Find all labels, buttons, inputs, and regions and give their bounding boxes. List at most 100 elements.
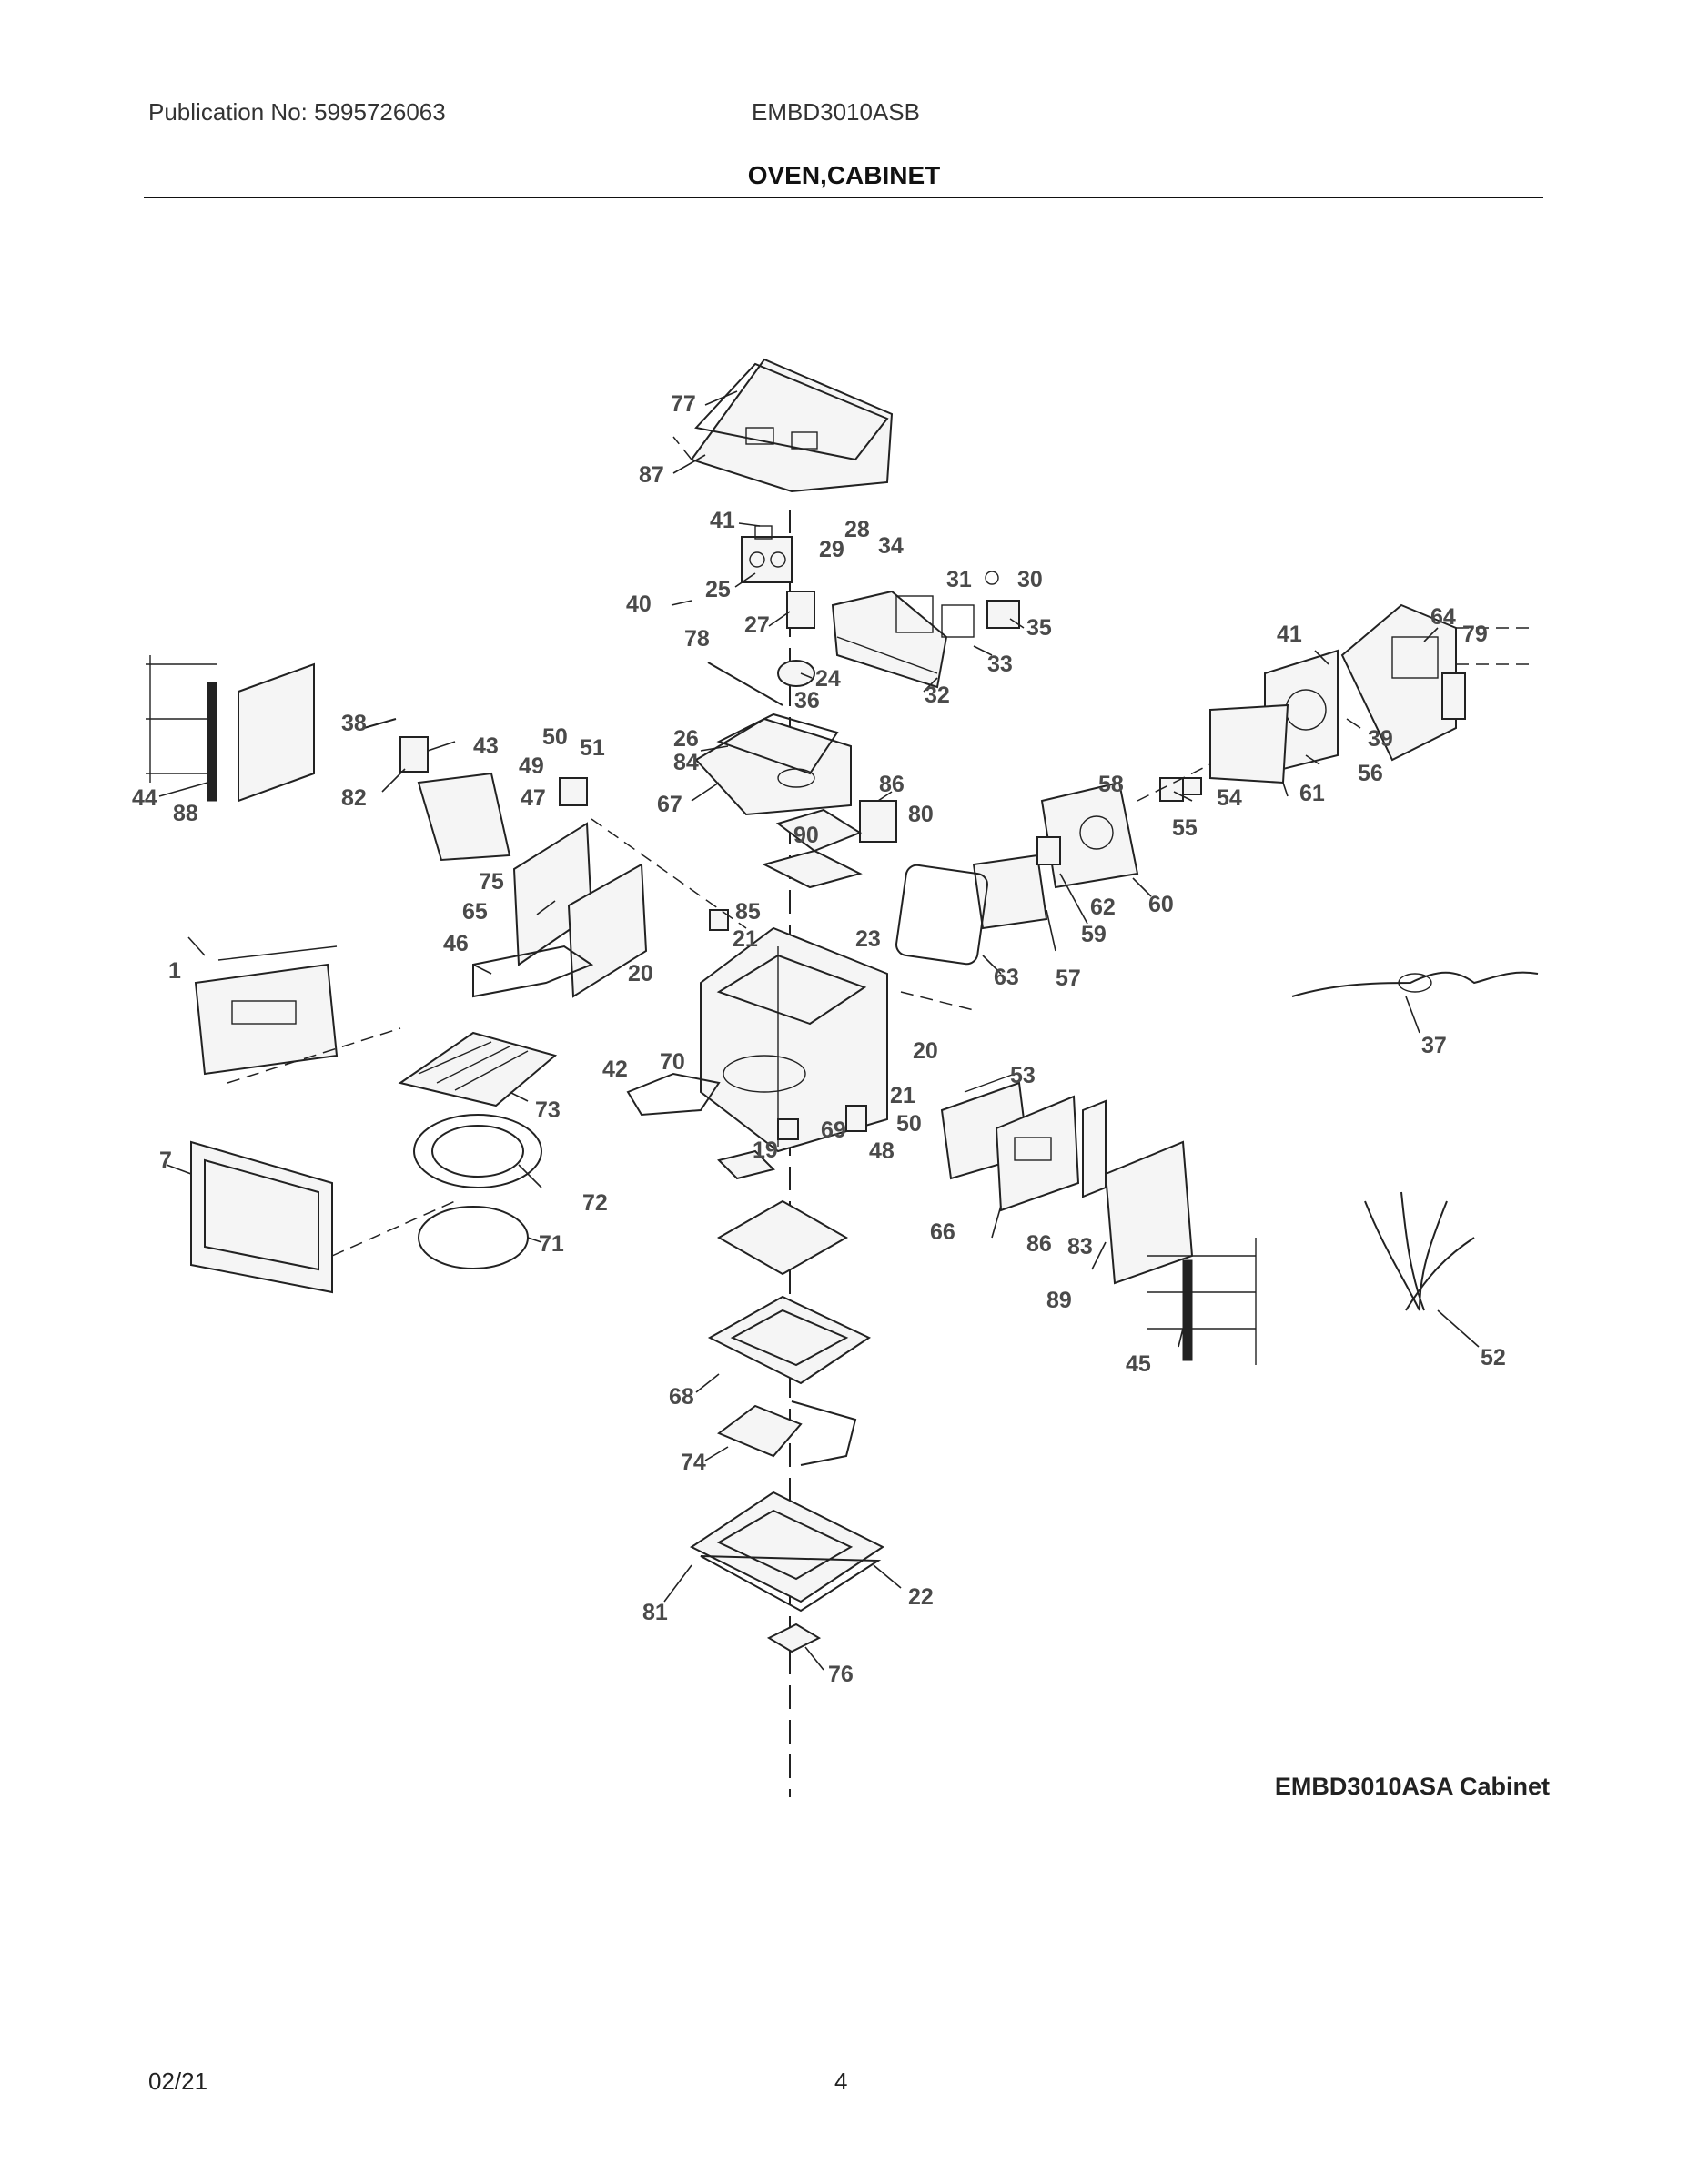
callout-label: 44 bbox=[132, 785, 157, 811]
part-37-coil bbox=[1398, 973, 1432, 993]
part-85 bbox=[709, 909, 729, 931]
guide-line bbox=[1137, 763, 1211, 802]
callout-label: 89 bbox=[1046, 1288, 1072, 1313]
callout-label: 53 bbox=[1010, 1063, 1036, 1088]
part-fan-assembly bbox=[831, 590, 975, 689]
part-31 bbox=[985, 571, 999, 585]
part-37-cord bbox=[1291, 971, 1539, 997]
callout-label: 60 bbox=[1148, 892, 1174, 917]
callout-label: 51 bbox=[580, 735, 605, 761]
part-35 bbox=[986, 600, 1020, 629]
callout-label: 57 bbox=[1056, 966, 1081, 991]
part-43 bbox=[399, 736, 429, 773]
callout-label: 77 bbox=[671, 391, 696, 417]
part-60-frame bbox=[1040, 781, 1139, 889]
part-oven-cavity bbox=[700, 926, 888, 1153]
title-rule bbox=[144, 197, 1543, 198]
part-top-cover bbox=[672, 358, 894, 493]
callout-label: 54 bbox=[1217, 785, 1242, 811]
callout-label: 63 bbox=[994, 965, 1019, 990]
callout-label: 38 bbox=[341, 711, 367, 736]
callout-label: 59 bbox=[1081, 922, 1107, 947]
publication-number: Publication No: 5995726063 bbox=[148, 98, 446, 126]
guide-line bbox=[227, 1027, 401, 1084]
callout-label: 20 bbox=[628, 961, 653, 986]
part-55 bbox=[1159, 777, 1184, 802]
callout-label: 35 bbox=[1026, 615, 1052, 641]
callout-label: 66 bbox=[930, 1219, 955, 1245]
part-90-plates bbox=[762, 808, 863, 889]
callout-label: 50 bbox=[896, 1111, 922, 1137]
diagram-caption: EMBD3010ASA Cabinet bbox=[1274, 1773, 1550, 1800]
callout-label: 52 bbox=[1481, 1345, 1506, 1370]
callout-label: 36 bbox=[794, 688, 820, 713]
part-motor bbox=[741, 525, 793, 583]
callout-label: 55 bbox=[1172, 815, 1198, 841]
part-42-heater bbox=[626, 1072, 721, 1117]
part-19 bbox=[717, 1149, 775, 1180]
section-title: OVEN,CABINET bbox=[747, 161, 941, 189]
callout-label: 43 bbox=[473, 733, 499, 759]
part-7-door bbox=[190, 1140, 333, 1294]
guide-line bbox=[331, 1200, 456, 1257]
part-73-grille bbox=[398, 1031, 558, 1107]
callout-label: 29 bbox=[819, 537, 844, 562]
model-number: EMBD3010ASB bbox=[752, 98, 920, 126]
part-72-ring bbox=[413, 1114, 542, 1188]
part-61-panel bbox=[1209, 703, 1289, 784]
callout-label: 30 bbox=[1017, 567, 1043, 592]
callout-label: 58 bbox=[1098, 772, 1124, 797]
part-68-frame bbox=[707, 1295, 872, 1385]
callout-label: 69 bbox=[821, 1117, 846, 1143]
callout-label: 75 bbox=[479, 869, 504, 895]
part-62 bbox=[1036, 836, 1061, 865]
callout-label: 25 bbox=[705, 577, 731, 602]
part-side-panel-right bbox=[1104, 1140, 1257, 1365]
callout-label: 41 bbox=[1277, 622, 1302, 647]
callout-label: 62 bbox=[1090, 895, 1116, 920]
part-63-gasket bbox=[895, 864, 988, 966]
callout-label: 34 bbox=[878, 533, 904, 559]
part-bracket bbox=[786, 591, 815, 629]
callout-label: 88 bbox=[173, 801, 198, 826]
callout-label: 61 bbox=[1299, 781, 1325, 806]
callout-label: 37 bbox=[1421, 1033, 1447, 1058]
callout-label: 32 bbox=[925, 682, 950, 708]
callout-label: 76 bbox=[828, 1662, 854, 1687]
callout-label: 20 bbox=[913, 1038, 938, 1064]
part-46-heater bbox=[472, 945, 594, 998]
callout-label: 81 bbox=[642, 1600, 668, 1625]
part-base bbox=[690, 1491, 884, 1613]
callout-label: 87 bbox=[639, 462, 664, 488]
callout-label: 84 bbox=[673, 750, 699, 775]
guide-line bbox=[900, 991, 975, 1011]
callout-label: 40 bbox=[626, 592, 652, 617]
part-1-control bbox=[194, 945, 339, 1076]
part-side-panel-left bbox=[146, 655, 315, 803]
part-75 bbox=[417, 772, 511, 862]
callout-label: 47 bbox=[521, 785, 546, 811]
callout-label: 70 bbox=[660, 1049, 685, 1075]
part-69 bbox=[777, 1118, 799, 1140]
callout-label: 67 bbox=[657, 792, 682, 817]
part-center-plate bbox=[716, 1199, 849, 1276]
part-83 bbox=[1082, 1099, 1107, 1198]
callout-label: 1 bbox=[168, 958, 181, 984]
part-57 bbox=[972, 854, 1048, 930]
leader-lines bbox=[158, 390, 1480, 1671]
callout-label: 28 bbox=[844, 517, 870, 542]
part-71-ring bbox=[418, 1206, 529, 1269]
part-80 bbox=[859, 800, 897, 843]
callout-label: 23 bbox=[855, 926, 881, 952]
callout-label: 50 bbox=[542, 724, 568, 750]
callout-label: 86 bbox=[879, 772, 905, 797]
callout-label: 21 bbox=[890, 1083, 915, 1108]
callout-label: 19 bbox=[753, 1138, 778, 1163]
callout-label: 45 bbox=[1126, 1351, 1151, 1377]
callout-label: 68 bbox=[669, 1384, 694, 1410]
callout-label: 71 bbox=[539, 1231, 564, 1257]
callout-label: 90 bbox=[793, 823, 819, 848]
callout-label: 80 bbox=[908, 802, 934, 827]
part-86-board bbox=[995, 1095, 1080, 1212]
